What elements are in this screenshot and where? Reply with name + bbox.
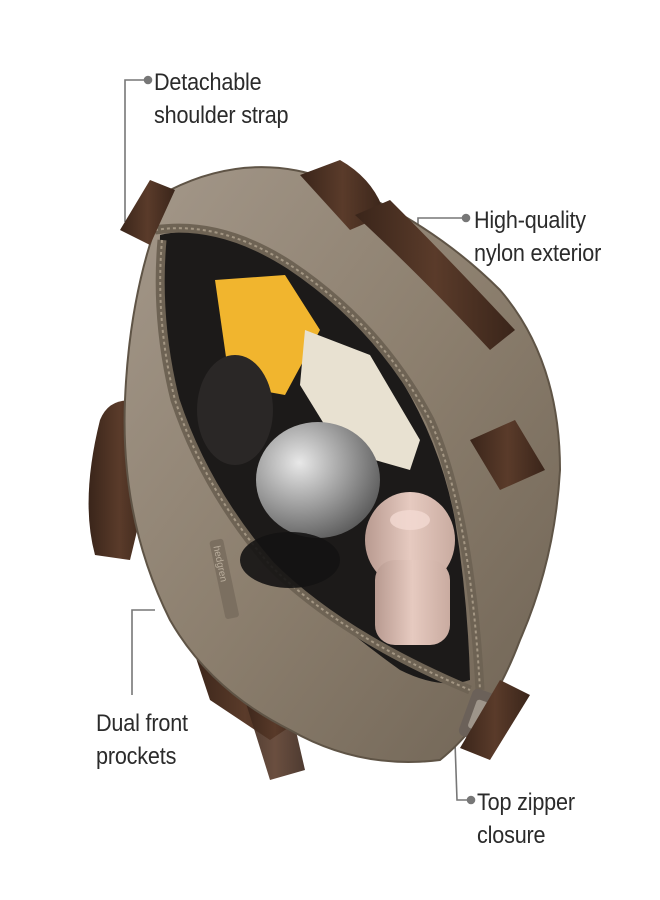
handle-right-upper (355, 200, 515, 350)
callout-strap-line1: Detachable (154, 69, 262, 96)
bag-contents (197, 275, 455, 645)
handle-top-left (120, 180, 175, 245)
leader-zipper (454, 741, 470, 801)
callout-nylon-line1: High-quality (474, 207, 586, 234)
callout-pocket-line2: prockets (96, 743, 177, 770)
cream-book (300, 330, 420, 470)
callout-zipper-line2: closure (477, 822, 546, 849)
handle-bottom (460, 680, 530, 760)
dark-case (197, 355, 273, 465)
callout-zipper-line1: Top zipper (477, 789, 575, 816)
strap-handles (120, 160, 545, 760)
callout-strap-line2: shoulder strap (154, 102, 289, 129)
callout-zipper-closure: Top zipper closure (477, 786, 575, 852)
callout-detachable-strap: Detachable shoulder strap (154, 66, 289, 132)
callout-pocket-line1: Dual front (96, 710, 188, 737)
leader-strap-dot (143, 75, 153, 85)
leader-strap (124, 79, 147, 222)
leader-nylon-dot (461, 213, 471, 223)
leader-pocket (131, 609, 155, 695)
leader-zipper-dot (466, 795, 476, 805)
callout-leaders (124, 75, 476, 805)
callout-nylon-line2: nylon exterior (474, 240, 602, 267)
pink-bottle (365, 492, 455, 645)
black-pouch (240, 532, 340, 588)
round-mirror (256, 422, 380, 538)
callout-front-pockets: Dual front prockets (96, 707, 188, 773)
zipper-teeth-bottom (159, 239, 471, 691)
callout-nylon-exterior: High-quality nylon exterior (474, 204, 601, 270)
zipper-teeth-top (154, 227, 481, 691)
handle-right-lower (470, 420, 545, 490)
